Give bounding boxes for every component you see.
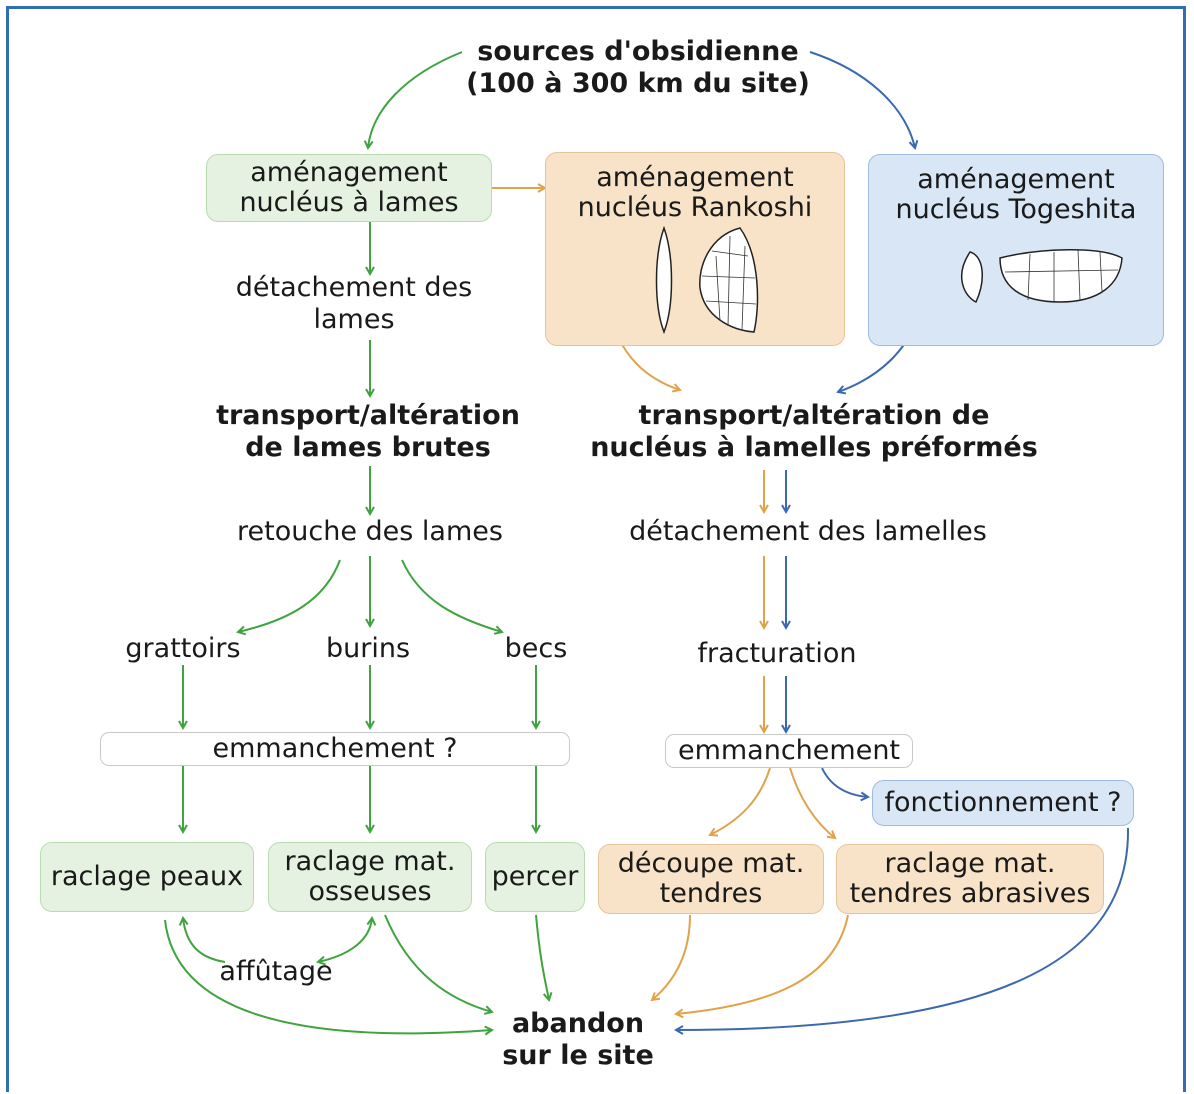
abrasive-scraping-line1: raclage mat. [884, 848, 1056, 879]
blade-core-prep-line1: aménagement [250, 157, 448, 188]
right-hafting-label: emmanchement [677, 735, 901, 766]
sharpening-label: affûtage [219, 956, 333, 987]
piercing-label: percer [491, 861, 579, 892]
rankoshi-core-drawing [655, 226, 759, 335]
fracturing-label: fracturation [697, 638, 857, 669]
rankoshi-line1: aménagement [596, 162, 794, 193]
rankoshi-line2: nucléus Rankoshi [577, 192, 813, 223]
arrow-source-to-togeshita [809, 51, 915, 148]
togeshita-line1: aménagement [917, 164, 1115, 195]
piercing-box: percer [485, 842, 585, 912]
abrasive-scraping-line2: tendres abrasives [849, 878, 1091, 909]
togeshita-core-drawing [961, 249, 1123, 304]
hide-scraping-box: raclage peaux [40, 842, 254, 912]
bladelet-detachment-label: détachement des lamelles [629, 516, 987, 547]
blade-retouch-label: retouche des lames [237, 516, 503, 547]
bone-scraping-line1: raclage mat. [284, 846, 456, 877]
burins-label: burins [325, 633, 411, 664]
left-hafting-box: emmanchement ? [100, 732, 570, 766]
microblade-core-transport-label: transport/altération de nucléus à lamell… [590, 400, 1038, 463]
abandonment-label: abandon sur le site [502, 1008, 654, 1071]
blade-core-prep-line2: nucléus à lames [239, 187, 459, 218]
bone-scraping-line2: osseuses [308, 876, 432, 907]
blade-transport-label: transport/altération de lames brutes [216, 400, 520, 463]
togeshita-core-box: aménagement nucléus Togeshita [868, 154, 1164, 346]
soft-cutting-line1: découpe mat. [617, 848, 805, 879]
bone-scraping-box: raclage mat. osseuses [268, 842, 472, 912]
function-label: fonctionnement ? [884, 787, 1122, 818]
blade-core-prep-box: aménagement nucléus à lames [206, 154, 492, 222]
blade-detachment-label: détachement des lames [235, 272, 473, 335]
abrasive-scraping-box: raclage mat. tendres abrasives [836, 844, 1104, 914]
scrapers-label: grattoirs [125, 633, 241, 664]
arrow-source-to-blade-core [368, 51, 463, 148]
right-hafting-box: emmanchement [665, 734, 913, 768]
obsidian-sources-label: sources d'obsidienne (100 à 300 km du si… [466, 36, 810, 99]
rankoshi-core-box: aménagement nucléus Rankoshi [545, 152, 845, 346]
left-hafting-label: emmanchement ? [212, 733, 458, 764]
hide-scraping-label: raclage peaux [50, 861, 244, 892]
soft-cutting-box: découpe mat. tendres [598, 844, 824, 914]
function-box: fonctionnement ? [872, 780, 1134, 826]
togeshita-line2: nucléus Togeshita [895, 194, 1137, 225]
soft-cutting-line2: tendres [659, 878, 763, 909]
borers-label: becs [504, 633, 568, 664]
